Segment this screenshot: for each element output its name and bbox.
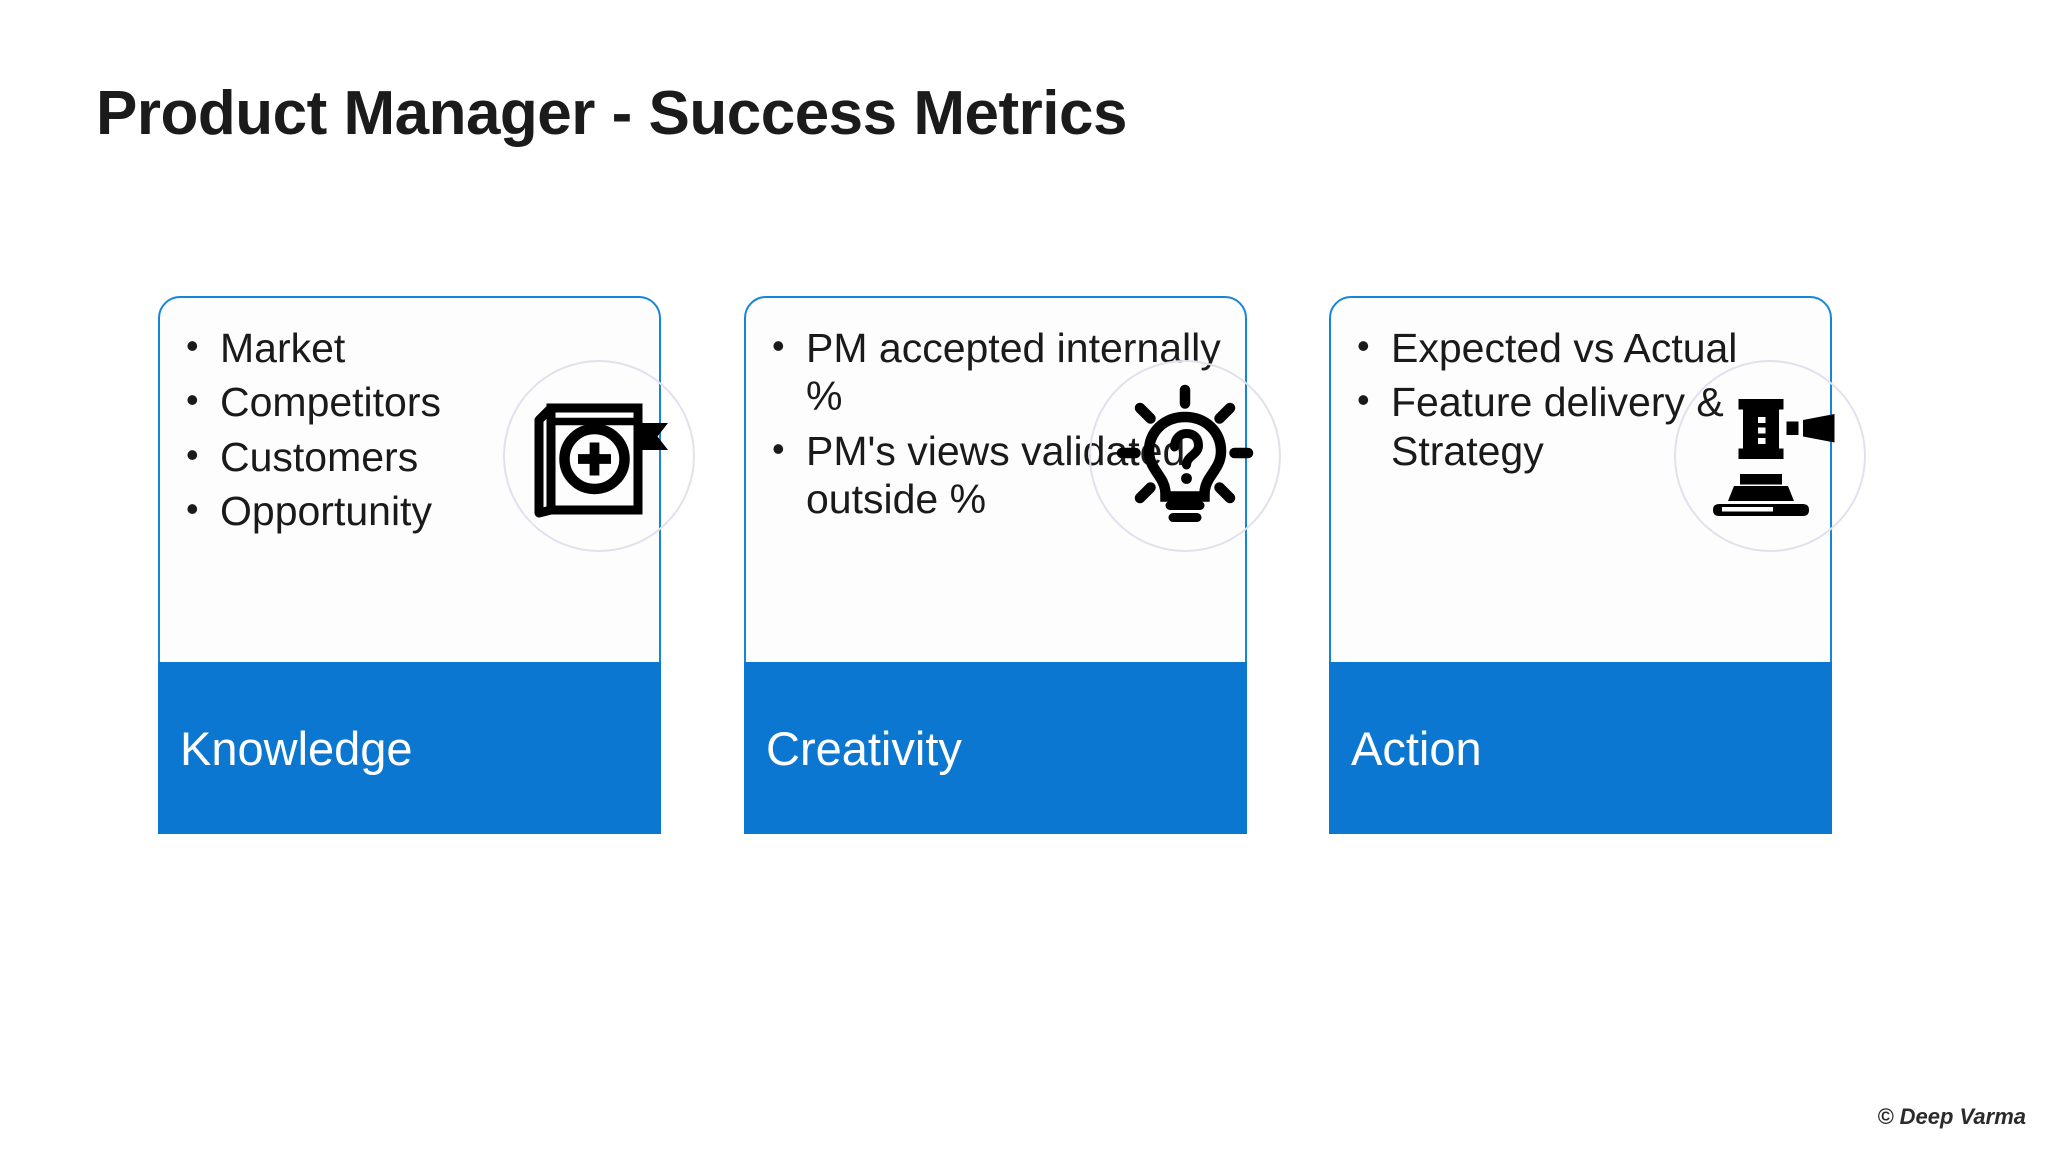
card-band-action: Action xyxy=(1329,662,1832,834)
list-item: Opportunity xyxy=(178,486,641,535)
metric-card-knowledge[interactable]: Market Competitors Customers Opportunity… xyxy=(158,296,695,834)
card-band-knowledge: Knowledge xyxy=(158,662,661,834)
card-body-action: Expected vs Actual Feature delivery & St… xyxy=(1331,298,1830,664)
metric-card-action[interactable]: Expected vs Actual Feature delivery & St… xyxy=(1329,296,1866,834)
list-item: Customers xyxy=(178,432,641,481)
lightbulb-question-icon xyxy=(1089,360,1281,552)
card-label-action: Action xyxy=(1351,721,1482,775)
list-item: PM accepted internally % xyxy=(764,323,1227,421)
page-title: Product Manager - Success Metrics xyxy=(96,79,1127,148)
bullet-list-creativity: PM accepted internally % PM's views vali… xyxy=(764,323,1227,524)
book-plus-icon xyxy=(503,360,695,552)
card-body-creativity: PM accepted internally % PM's views vali… xyxy=(746,298,1245,664)
card-label-knowledge: Knowledge xyxy=(180,721,413,775)
list-item: Expected vs Actual xyxy=(1349,323,1812,372)
copyright-credit: © Deep Varma xyxy=(1877,1104,2026,1129)
metric-card-creativity[interactable]: PM accepted internally % PM's views vali… xyxy=(744,296,1281,834)
card-body-knowledge: Market Competitors Customers Opportunity xyxy=(160,298,659,664)
list-item: Feature delivery & Strategy xyxy=(1349,377,1812,475)
metrics-card-row: Market Competitors Customers Opportunity… xyxy=(158,296,1866,834)
list-item: Market xyxy=(178,323,641,372)
list-item: Competitors xyxy=(178,377,641,426)
card-band-creativity: Creativity xyxy=(744,662,1247,834)
bullet-list-knowledge: Market Competitors Customers Opportunity xyxy=(178,323,641,536)
gavel-icon xyxy=(1674,360,1866,552)
bullet-list-action: Expected vs Actual Feature delivery & St… xyxy=(1349,323,1812,475)
card-label-creativity: Creativity xyxy=(766,721,962,775)
